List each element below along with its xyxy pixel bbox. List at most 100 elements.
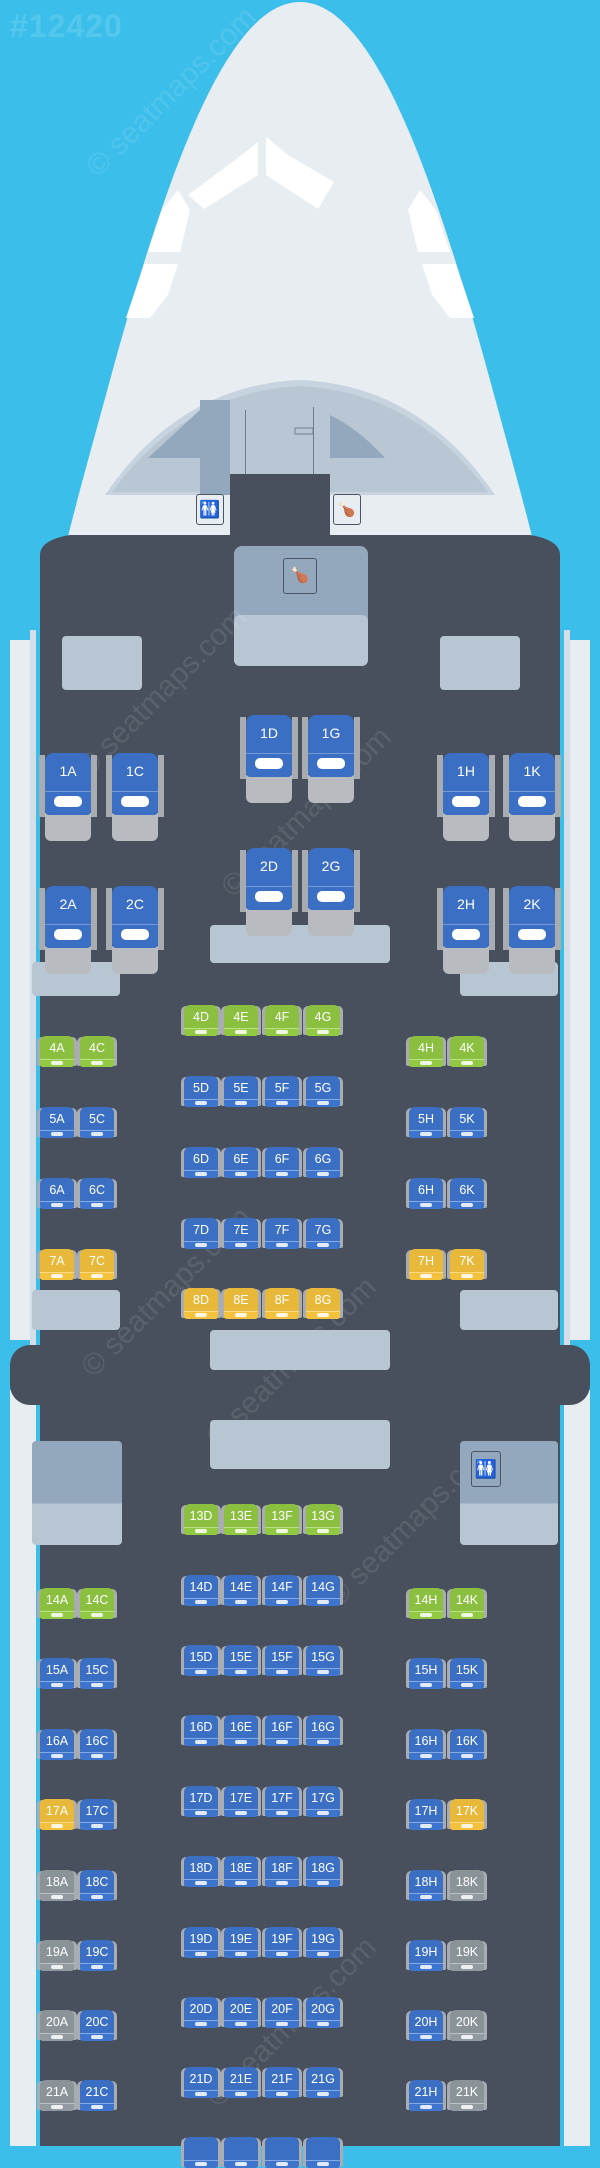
seat-standard[interactable]: 15A — [40, 1658, 74, 1689]
seat-preferred[interactable]: 14H — [409, 1588, 443, 1619]
seat-restricted[interactable]: 18A — [40, 1870, 74, 1901]
seat-standard[interactable]: 6C — [80, 1178, 114, 1209]
seat-standard[interactable]: 16C — [80, 1729, 114, 1760]
seat-standard[interactable]: 20F — [265, 1997, 299, 2028]
seat-standard[interactable]: 16E — [224, 1715, 258, 1746]
seat-standard[interactable] — [306, 2137, 340, 2168]
business-seat[interactable]: 1C — [106, 753, 164, 841]
business-seat[interactable]: 2K — [503, 886, 561, 974]
seat-exit_extra[interactable]: 7C — [80, 1249, 114, 1280]
seat-standard[interactable]: 6A — [40, 1178, 74, 1209]
seat-restricted[interactable]: 21K — [450, 2080, 484, 2111]
seat-exit_extra[interactable]: 7A — [40, 1249, 74, 1280]
seat-standard[interactable]: 17C — [80, 1799, 114, 1830]
business-seat[interactable]: 1G — [302, 715, 360, 803]
seat-restricted[interactable]: 18K — [450, 1870, 484, 1901]
seat-exit_extra[interactable]: 8G — [306, 1288, 340, 1319]
seat-standard[interactable]: 20D — [184, 1997, 218, 2028]
seat-preferred[interactable]: 4G — [306, 1005, 340, 1036]
seat-standard[interactable]: 5C — [80, 1107, 114, 1138]
seat-standard[interactable]: 14G — [306, 1575, 340, 1606]
seat-standard[interactable]: 16D — [184, 1715, 218, 1746]
seat-restricted[interactable]: 21A — [40, 2080, 74, 2111]
seat-standard[interactable]: 6F — [265, 1147, 299, 1178]
seat-standard[interactable]: 14F — [265, 1575, 299, 1606]
seat-preferred[interactable]: 13F — [265, 1504, 299, 1535]
seat-standard[interactable]: 7E — [224, 1218, 258, 1249]
seat-preferred[interactable]: 13E — [224, 1504, 258, 1535]
seat-standard[interactable]: 15K — [450, 1658, 484, 1689]
seat-standard[interactable]: 14E — [224, 1575, 258, 1606]
seat-standard[interactable]: 20C — [80, 2010, 114, 2041]
seat-standard[interactable] — [224, 2137, 258, 2168]
seat-standard[interactable]: 17D — [184, 1786, 218, 1817]
business-seat[interactable]: 1A — [39, 753, 97, 841]
seat-preferred[interactable]: 4E — [224, 1005, 258, 1036]
seat-standard[interactable]: 5E — [224, 1076, 258, 1107]
seat-exit_extra[interactable]: 8E — [224, 1288, 258, 1319]
seat-exit_extra[interactable]: 17K — [450, 1799, 484, 1830]
seat-standard[interactable]: 19G — [306, 1927, 340, 1958]
seat-restricted[interactable]: 19A — [40, 1940, 74, 1971]
seat-standard[interactable]: 16K — [450, 1729, 484, 1760]
seat-standard[interactable]: 19C — [80, 1940, 114, 1971]
seat-preferred[interactable]: 4K — [450, 1036, 484, 1067]
seat-exit_extra[interactable]: 7H — [409, 1249, 443, 1280]
seat-standard[interactable] — [265, 2137, 299, 2168]
seat-standard[interactable]: 6E — [224, 1147, 258, 1178]
seat-standard[interactable]: 21E — [224, 2067, 258, 2098]
seat-standard[interactable]: 21D — [184, 2067, 218, 2098]
seat-standard[interactable]: 7F — [265, 1218, 299, 1249]
seat-standard[interactable]: 18H — [409, 1870, 443, 1901]
seat-standard[interactable]: 15H — [409, 1658, 443, 1689]
business-seat[interactable]: 1H — [437, 753, 495, 841]
seat-standard[interactable]: 17F — [265, 1786, 299, 1817]
seat-standard[interactable]: 5G — [306, 1076, 340, 1107]
seat-standard[interactable]: 19H — [409, 1940, 443, 1971]
seat-preferred[interactable]: 13G — [306, 1504, 340, 1535]
seat-preferred[interactable]: 4F — [265, 1005, 299, 1036]
seat-restricted[interactable]: 20A — [40, 2010, 74, 2041]
business-seat[interactable]: 2H — [437, 886, 495, 974]
seat-standard[interactable]: 15F — [265, 1645, 299, 1676]
seat-standard[interactable]: 5F — [265, 1076, 299, 1107]
seat-standard[interactable]: 21G — [306, 2067, 340, 2098]
seat-standard[interactable]: 17H — [409, 1799, 443, 1830]
seat-standard[interactable]: 15C — [80, 1658, 114, 1689]
seat-standard[interactable]: 6H — [409, 1178, 443, 1209]
business-seat[interactable]: 1D — [240, 715, 298, 803]
seat-standard[interactable]: 21H — [409, 2080, 443, 2111]
business-seat[interactable]: 2G — [302, 848, 360, 936]
seat-preferred[interactable]: 14A — [40, 1588, 74, 1619]
seat-standard[interactable]: 16G — [306, 1715, 340, 1746]
seat-preferred[interactable]: 4H — [409, 1036, 443, 1067]
business-seat[interactable]: 2C — [106, 886, 164, 974]
seat-standard[interactable]: 6D — [184, 1147, 218, 1178]
seat-preferred[interactable]: 14K — [450, 1588, 484, 1619]
seat-preferred[interactable]: 4A — [40, 1036, 74, 1067]
seat-standard[interactable]: 20H — [409, 2010, 443, 2041]
seat-standard[interactable]: 21C — [80, 2080, 114, 2111]
seat-standard[interactable]: 5A — [40, 1107, 74, 1138]
seat-standard[interactable]: 15G — [306, 1645, 340, 1676]
seat-preferred[interactable]: 14C — [80, 1588, 114, 1619]
business-seat[interactable]: 2D — [240, 848, 298, 936]
seat-standard[interactable]: 21F — [265, 2067, 299, 2098]
seat-standard[interactable]: 5D — [184, 1076, 218, 1107]
seat-standard[interactable]: 15E — [224, 1645, 258, 1676]
seat-standard[interactable]: 17E — [224, 1786, 258, 1817]
seat-standard[interactable] — [184, 2137, 218, 2168]
seat-standard[interactable]: 6K — [450, 1178, 484, 1209]
seat-standard[interactable]: 16A — [40, 1729, 74, 1760]
seat-restricted[interactable]: 20K — [450, 2010, 484, 2041]
seat-standard[interactable]: 7D — [184, 1218, 218, 1249]
seat-standard[interactable]: 7G — [306, 1218, 340, 1249]
seat-standard[interactable]: 15D — [184, 1645, 218, 1676]
seat-standard[interactable]: 20G — [306, 1997, 340, 2028]
seat-standard[interactable]: 19D — [184, 1927, 218, 1958]
seat-standard[interactable]: 16F — [265, 1715, 299, 1746]
seat-standard[interactable]: 18G — [306, 1856, 340, 1887]
seat-standard[interactable]: 19E — [224, 1927, 258, 1958]
seat-standard[interactable]: 20E — [224, 1997, 258, 2028]
seat-standard[interactable]: 19F — [265, 1927, 299, 1958]
